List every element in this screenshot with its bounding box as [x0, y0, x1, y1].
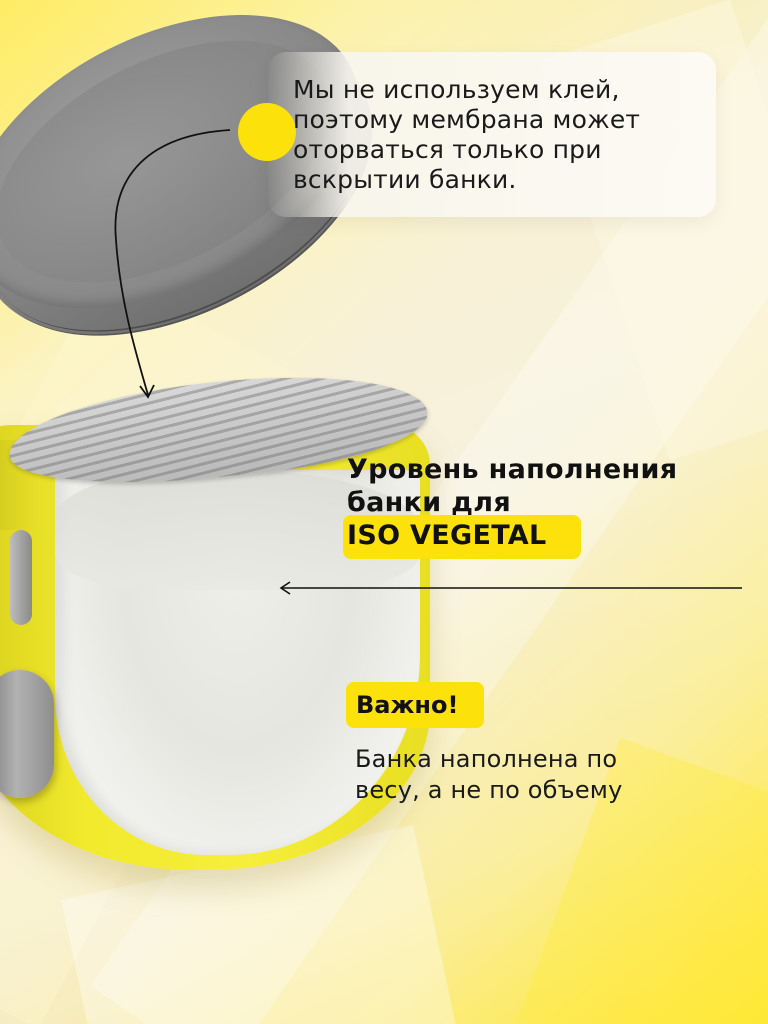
note-line: Банка наполнена по	[355, 745, 618, 773]
important-badge	[346, 682, 484, 728]
callout-marker-dot	[238, 103, 296, 161]
callout-line: поэтому мембрана может	[293, 105, 641, 134]
heading-line: Уровень наполнения	[347, 454, 678, 485]
product-name: ISO VEGETAL	[347, 520, 547, 551]
jar-window	[10, 530, 32, 625]
heading-line: банки для	[347, 487, 511, 518]
callout-line: вскрытии банки.	[293, 165, 517, 194]
note-line: весу, а не по объему	[355, 776, 623, 804]
callout-bubble	[268, 52, 716, 217]
important-note: Банка наполнена по весу, а не по объему	[355, 744, 715, 806]
callout-text: Мы не используем клей, поэтому мембрана …	[293, 75, 703, 195]
product-name-highlight	[343, 515, 581, 559]
important-badge-label: Важно!	[356, 691, 459, 719]
scoop-image	[0, 670, 54, 798]
fill-level-heading: Уровень наполнения банки для	[347, 453, 677, 519]
callout-line: Мы не используем клей,	[293, 75, 620, 104]
callout-line: оторваться только при	[293, 135, 602, 164]
